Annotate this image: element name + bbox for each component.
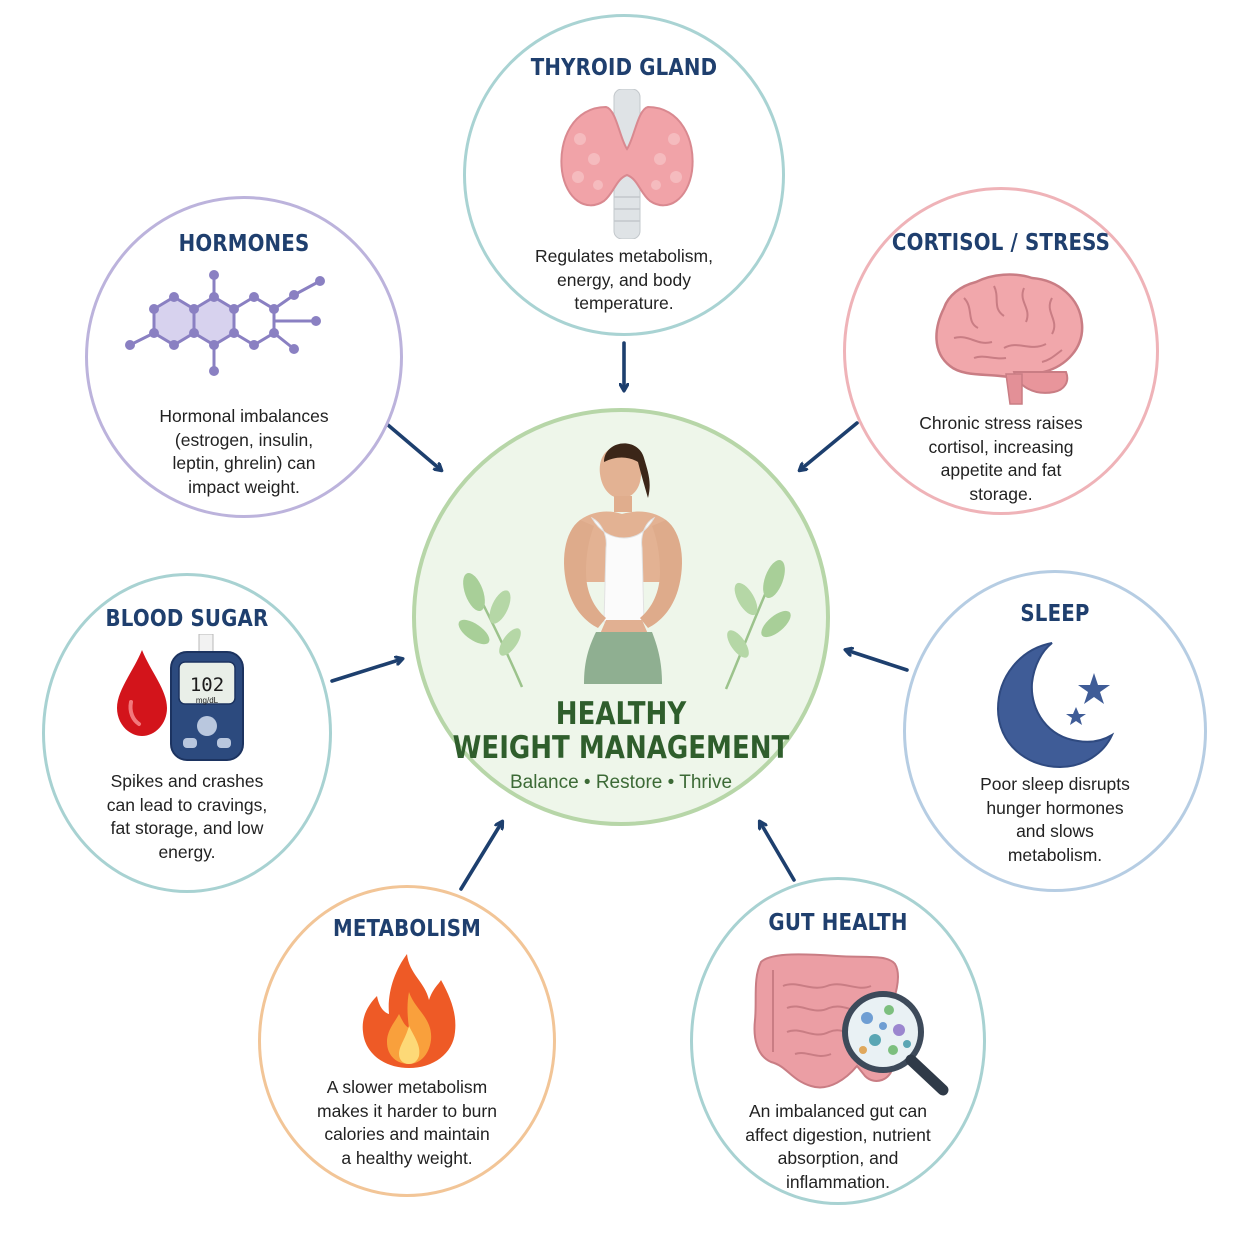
node-description: An imbalanced gut can affect digestion, … bbox=[745, 1101, 931, 1192]
glucose-meter-icon bbox=[170, 634, 244, 761]
node-title: SLEEP bbox=[1020, 601, 1090, 627]
node-description: A slower metabolism makes it harder to b… bbox=[317, 1077, 497, 1168]
node-description: Chronic stress raises cortisol, increasi… bbox=[919, 413, 1083, 504]
node-thyroid-gland: THYROID GLAND Regulates metabolism, ener… bbox=[463, 14, 785, 336]
node-description: Regulates metabolism, energy, and body t… bbox=[535, 246, 713, 313]
leaf-left-icon bbox=[458, 572, 524, 688]
node-gut-health: GUT HEALTH An imbalanced gut can affect … bbox=[690, 877, 986, 1205]
glucose-meter-unit: mg/dL bbox=[195, 696, 219, 705]
arrow-cortisol bbox=[800, 421, 859, 470]
thyroid-gland-icon bbox=[560, 89, 694, 239]
center-title-line1: HEALTHY bbox=[555, 696, 687, 732]
node-title: BLOOD SUGAR bbox=[105, 606, 269, 632]
center-hub: HEALTHY WEIGHT MANAGEMENT Balance • Rest… bbox=[412, 408, 830, 826]
node-metabolism: METABOLISM A slower metabolism makes it … bbox=[258, 885, 556, 1197]
node-title: GUT HEALTH bbox=[768, 910, 908, 936]
arrow-blood-sugar bbox=[330, 659, 402, 683]
moon-stars-icon bbox=[996, 642, 1115, 769]
arrow-hormones bbox=[386, 423, 441, 470]
node-title: CORTISOL / STRESS bbox=[891, 230, 1111, 256]
node-sleep: SLEEP Poor sleep disrupts hunger hormone… bbox=[903, 570, 1207, 892]
brain-icon bbox=[935, 273, 1084, 405]
blood-drop-icon bbox=[117, 650, 167, 736]
arrow-metabolism bbox=[459, 822, 502, 891]
node-description: Hormonal imbalances (estrogen, insulin, … bbox=[159, 406, 329, 497]
node-description: Poor sleep disrupts hunger hormones and … bbox=[980, 774, 1130, 865]
woman-figure-icon bbox=[564, 443, 682, 684]
node-title: THYROID GLAND bbox=[530, 55, 718, 81]
center-title-line2: WEIGHT MANAGEMENT bbox=[452, 730, 790, 766]
molecule-icon bbox=[125, 270, 325, 376]
node-title: METABOLISM bbox=[333, 916, 481, 942]
leaf-right-icon bbox=[724, 559, 791, 690]
node-hormones: HORMONES Hormonal imbalances (estrogen, … bbox=[85, 196, 403, 518]
arrow-gut bbox=[760, 822, 796, 882]
flame-icon bbox=[362, 954, 456, 1068]
node-blood-sugar: BLOOD SUGAR 102 mg/dL Spikes and crashes… bbox=[42, 573, 332, 893]
node-title: HORMONES bbox=[178, 231, 310, 257]
node-description: Spikes and crashes can lead to cravings,… bbox=[106, 771, 268, 862]
arrow-sleep bbox=[846, 650, 909, 672]
node-cortisol-stress: CORTISOL / STRESS Chronic stress raises … bbox=[843, 187, 1159, 515]
glucose-meter-value: 102 bbox=[189, 674, 225, 696]
intestines-magnifier-icon bbox=[753, 953, 949, 1096]
center-tagline: Balance • Restore • Thrive bbox=[509, 772, 733, 793]
